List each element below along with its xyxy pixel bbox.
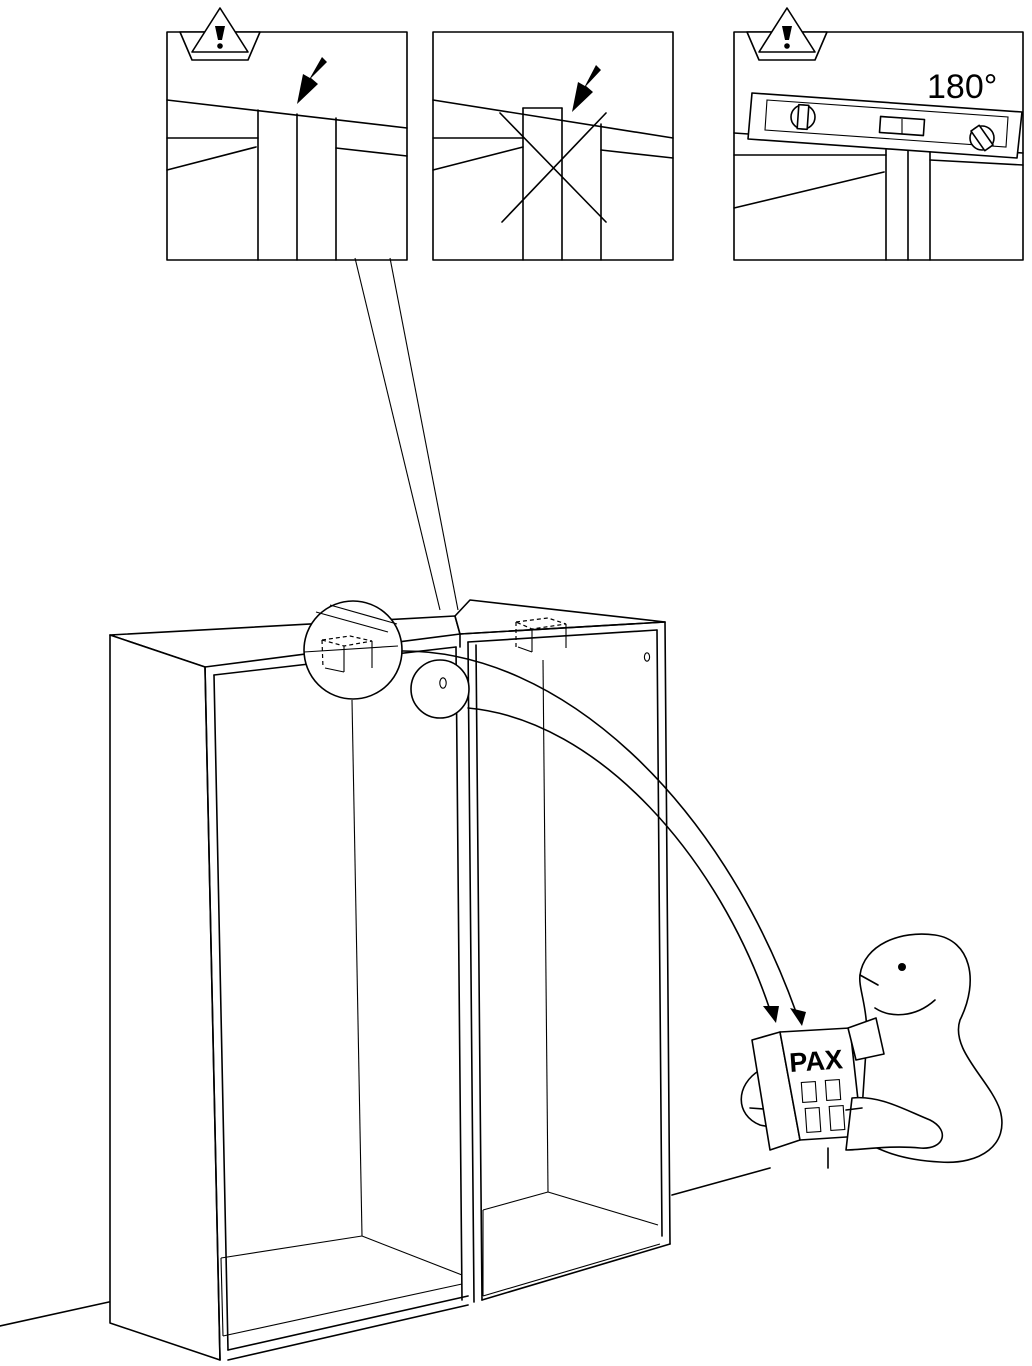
rotation-label: 180° (927, 68, 997, 106)
callout-lines (355, 258, 458, 610)
warning-triangle-icon (747, 8, 827, 60)
pax-booklet: PAX (752, 1028, 862, 1168)
panel-correct (167, 8, 407, 260)
panel-incorrect (433, 32, 673, 260)
left-wardrobe (110, 616, 468, 1360)
person-reading-manual: PAX (741, 934, 1002, 1168)
right-wardrobe (455, 600, 670, 1302)
panel-level: 180° (734, 8, 1023, 260)
detail-circle-top (304, 601, 402, 699)
detail-circle-hole (411, 660, 469, 718)
warning-triangle-icon (180, 8, 260, 60)
booklet-title: PAX (788, 1044, 843, 1078)
